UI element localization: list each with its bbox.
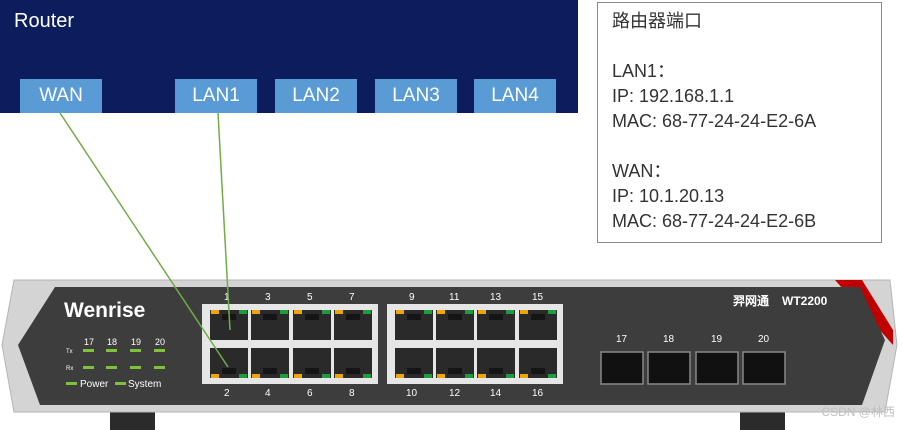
sfp-port-17 (601, 352, 643, 384)
led-rx-20 (154, 366, 165, 369)
port-led-amber (252, 374, 260, 378)
port-label-9: 9 (409, 292, 415, 303)
rj45-port-4 (251, 348, 289, 378)
led-label-17: 17 (84, 337, 94, 347)
led-tx-19 (130, 349, 141, 352)
led-label-20: 20 (155, 337, 165, 347)
port-label-5: 5 (307, 292, 313, 303)
port-led-green (506, 374, 514, 378)
rj45-port-14 (477, 348, 515, 378)
port-led-green (548, 374, 556, 378)
rj45-port-12 (436, 348, 474, 378)
port-led-amber (520, 374, 528, 378)
led-label-19: 19 (131, 337, 141, 347)
port-label-6: 6 (307, 388, 313, 399)
led-tx-label: Tx (66, 349, 73, 355)
rj45-port-13 (477, 310, 515, 340)
port-led-amber (211, 310, 219, 314)
rj45-port-8 (334, 348, 372, 378)
sfp-label-20: 20 (758, 334, 770, 345)
port-led-amber (520, 310, 528, 314)
port-label-16: 16 (532, 388, 544, 399)
rj45-port-6 (293, 348, 331, 378)
switch-brand: Wenrise (64, 299, 145, 322)
port-label-8: 8 (349, 388, 355, 399)
port-led-amber (335, 310, 343, 314)
port-led-green (363, 374, 371, 378)
led-rx-label: Rx (66, 366, 73, 372)
switch-model-cn: 羿网通 (733, 293, 769, 308)
sfp-label-19: 19 (711, 334, 723, 345)
port-label-13: 13 (490, 292, 502, 303)
port-led-green (322, 374, 330, 378)
port-led-amber (396, 310, 404, 314)
port-led-green (424, 310, 432, 314)
sfp-label-17: 17 (616, 334, 628, 345)
rj45-port-2 (210, 348, 248, 378)
rj45-port-11 (436, 310, 474, 340)
led-tx-20 (154, 349, 165, 352)
led-system (115, 382, 126, 385)
sfp-port-18 (648, 352, 690, 384)
sfp-port-20 (743, 352, 785, 384)
led-rx-19 (130, 366, 141, 369)
port-label-3: 3 (265, 292, 271, 303)
port-led-amber (294, 374, 302, 378)
port-led-green (239, 310, 247, 314)
rj45-port-16 (519, 348, 557, 378)
switch-foot-left (110, 410, 155, 430)
port-label-2: 2 (224, 388, 230, 399)
port-label-14: 14 (490, 388, 502, 399)
system-label: System (128, 379, 161, 390)
port-led-green (280, 310, 288, 314)
port-led-amber (252, 310, 260, 314)
power-label: Power (80, 379, 109, 390)
port-label-7: 7 (349, 292, 355, 303)
led-rx-18 (106, 366, 117, 369)
port-label-4: 4 (265, 388, 271, 399)
port-led-green (280, 374, 288, 378)
port-label-15: 15 (532, 292, 544, 303)
port-led-green (506, 310, 514, 314)
port-led-green (239, 374, 247, 378)
port-led-amber (478, 374, 486, 378)
led-rx-17 (83, 366, 94, 369)
port-led-amber (478, 310, 486, 314)
switch-model: WT2200 (782, 294, 828, 308)
sfp-port-19 (696, 352, 738, 384)
rj45-port-5 (293, 310, 331, 340)
led-power (66, 382, 77, 385)
led-tx-18 (106, 349, 117, 352)
watermark: CSDN @林西 (821, 403, 895, 420)
port-led-green (548, 310, 556, 314)
port-led-green (465, 310, 473, 314)
port-led-green (465, 374, 473, 378)
port-led-amber (211, 374, 219, 378)
led-label-18: 18 (107, 337, 117, 347)
port-led-amber (437, 374, 445, 378)
port-label-12: 12 (449, 388, 461, 399)
port-led-amber (335, 374, 343, 378)
port-led-amber (294, 310, 302, 314)
rj45-port-3 (251, 310, 289, 340)
rj45-port-7 (334, 310, 372, 340)
port-label-10: 10 (406, 388, 418, 399)
port-led-green (322, 310, 330, 314)
switch-foot-right (740, 410, 785, 430)
rj45-port-9 (395, 310, 433, 340)
rj45-port-10 (395, 348, 433, 378)
port-led-green (363, 310, 371, 314)
port-led-amber (437, 310, 445, 314)
sfp-label-18: 18 (663, 334, 675, 345)
rj45-port-15 (519, 310, 557, 340)
port-led-green (424, 374, 432, 378)
led-tx-17 (83, 349, 94, 352)
port-label-11: 11 (449, 292, 460, 303)
port-led-amber (396, 374, 404, 378)
